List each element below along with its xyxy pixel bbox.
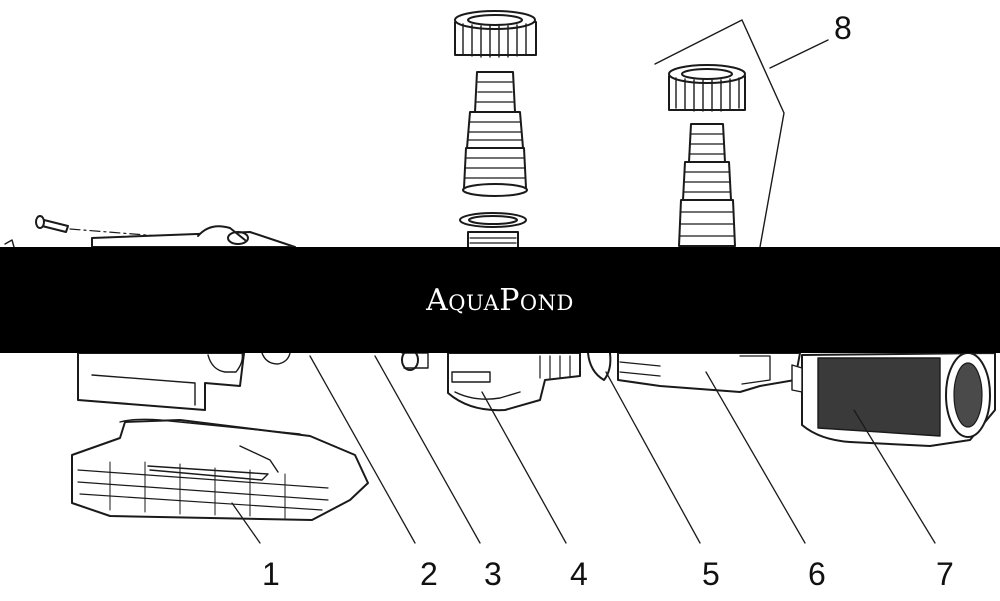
part-number-3: 3 — [484, 556, 502, 592]
part-number-8: 8 — [834, 10, 852, 46]
leader-3 — [374, 355, 481, 544]
o-ring — [587, 352, 612, 381]
leader-6 — [705, 371, 806, 544]
brand-banner: AquaPond — [0, 247, 1000, 353]
brand-logo-text: AquaPond — [426, 282, 574, 318]
pump-body-lower — [77, 352, 291, 411]
sealing-ring — [459, 212, 527, 228]
leader-1 — [231, 502, 261, 544]
part-number-1: 1 — [262, 556, 280, 592]
threaded-outlet — [467, 231, 519, 249]
part-number-7: 7 — [936, 556, 954, 592]
small-fitting — [401, 349, 429, 371]
hose-tail-right — [678, 123, 736, 247]
impeller-housing — [617, 352, 801, 393]
part-number-5: 5 — [702, 556, 720, 592]
leader-5 — [605, 371, 701, 544]
leader-2 — [309, 355, 416, 544]
callout-bracket-8 — [654, 19, 829, 248]
part-number-4: 4 — [570, 556, 588, 592]
leader-7 — [853, 409, 936, 544]
filter-cage — [791, 352, 996, 447]
clamp-part — [447, 352, 581, 412]
part-number-6: 6 — [808, 556, 826, 592]
union-nut-right — [668, 64, 746, 112]
union-nut-left — [454, 10, 537, 58]
part-number-2: 2 — [420, 556, 438, 592]
leader-4 — [481, 391, 567, 544]
pump-base — [71, 418, 369, 521]
leader-lines — [231, 355, 936, 544]
pump-housing-top — [4, 225, 296, 248]
hose-tail-left — [462, 71, 528, 197]
